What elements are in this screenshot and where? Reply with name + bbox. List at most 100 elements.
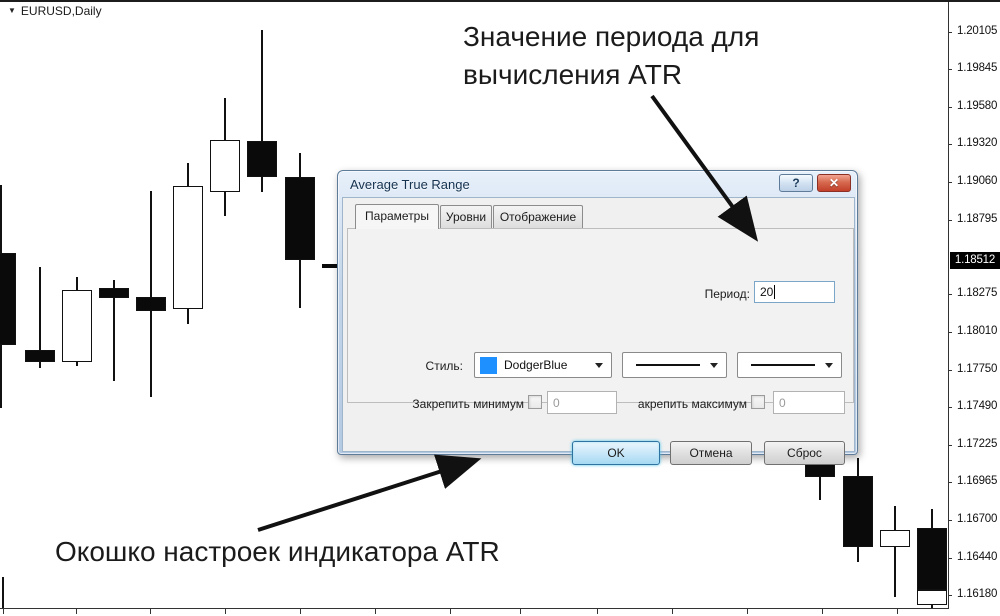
line-style-sample [636, 364, 700, 366]
price-label: 1.16965 [957, 475, 998, 488]
annotation-period-line1: Значение периода для [463, 21, 760, 52]
time-axis-tick [300, 609, 301, 614]
fix-maximum-label: акрепить максимум [637, 397, 747, 411]
dialog-title: Average True Range [350, 177, 470, 192]
price-axis-tick [948, 107, 952, 109]
ok-button[interactable]: OK [572, 441, 660, 465]
chevron-down-icon: ▼ [8, 6, 16, 15]
time-axis-tick [375, 609, 376, 614]
chevron-down-icon [710, 362, 718, 368]
reset-button[interactable]: Сброс [764, 441, 845, 465]
fix-maximum-value: 0 [779, 395, 786, 410]
price-axis-tick [948, 69, 952, 70]
price-label: 1.17225 [957, 438, 998, 451]
price-label: 1.18010 [957, 325, 998, 338]
price-axis-tick [948, 369, 952, 371]
period-value: 20 [760, 285, 774, 299]
candle-wick [261, 29, 263, 192]
price-axis-tick [948, 181, 952, 183]
candle-body [917, 589, 947, 606]
tab-levels[interactable]: Уровни [440, 205, 492, 229]
price-label: 1.18275 [957, 287, 998, 300]
price-label: 1.20105 [957, 24, 998, 37]
time-axis-tick [3, 609, 4, 614]
close-button[interactable]: ✕ [817, 174, 851, 192]
price-label: 1.17750 [957, 362, 998, 375]
price-axis-tick [948, 482, 952, 484]
candle-body [0, 253, 16, 345]
symbol-label-text: EURUSD,Daily [20, 4, 102, 18]
price-axis[interactable]: 1.20105 1.19845 1.19580 1.19320 1.19060 1.187… [948, 0, 1000, 616]
chevron-down-icon [825, 362, 833, 368]
price-axis-tick [948, 294, 952, 296]
price-label: 1.19320 [957, 137, 998, 150]
partial-candle-dash [322, 264, 337, 269]
tab-visualization[interactable]: Отображение [493, 205, 583, 229]
candle-body [917, 527, 947, 590]
time-axis-tick [597, 609, 598, 614]
candle-body [99, 288, 129, 299]
candle-wick [894, 505, 896, 597]
candle-body [62, 290, 92, 362]
candle-wick [39, 267, 41, 368]
color-swatch [480, 356, 497, 374]
candle-body [285, 176, 315, 261]
candlestick-chart[interactable] [0, 0, 948, 616]
price-axis-tick [948, 219, 952, 221]
price-axis-tick [948, 406, 952, 408]
help-icon: ? [792, 176, 800, 190]
candle-body [843, 475, 873, 547]
color-name: DodgerBlue [504, 358, 568, 372]
window-top-edge [0, 0, 1000, 2]
fix-minimum-value: 0 [553, 395, 560, 410]
time-axis-tick [450, 609, 451, 614]
candle-body [173, 185, 203, 309]
dialog-client-area: Параметры Уровни Отображение Период: 20 … [342, 197, 855, 465]
time-axis-tick [747, 609, 748, 614]
price-axis-tick [948, 332, 952, 334]
partial-candle-wick [2, 577, 4, 608]
candle-body [247, 141, 277, 177]
price-label: 1.19060 [957, 174, 998, 187]
line-style-select[interactable] [622, 352, 727, 378]
line-width-select[interactable] [737, 352, 842, 378]
price-label: 1.16180 [957, 588, 998, 600]
symbol-label[interactable]: ▼ EURUSD,Daily [8, 4, 102, 18]
price-axis-tick [948, 520, 952, 522]
time-axis-tick [520, 609, 521, 614]
price-label: 1.18795 [957, 212, 998, 225]
price-label: 1.19580 [957, 100, 998, 113]
annotation-period-line2: вычисления ATR [463, 59, 683, 90]
fix-maximum-checkbox[interactable] [751, 395, 765, 409]
atr-settings-dialog[interactable]: Average True Range ? ✕ Параметры Уровни … [337, 170, 858, 465]
annotation-period: Значение периода для вычисления ATR [463, 18, 759, 94]
line-width-sample [751, 364, 815, 366]
fix-minimum-checkbox[interactable] [528, 395, 542, 409]
time-axis-tick [76, 609, 77, 614]
price-axis-tick [948, 445, 952, 447]
current-price-badge: 1.18512 [950, 251, 1000, 269]
style-label: Стиль: [425, 359, 463, 373]
fix-minimum-input[interactable]: 0 [547, 391, 617, 414]
price-label: 1.19845 [957, 62, 998, 74]
price-axis-tick [948, 595, 952, 596]
period-input[interactable]: 20 [754, 281, 835, 303]
time-axis-line [0, 608, 948, 609]
chevron-down-icon [595, 362, 603, 368]
color-select[interactable]: DodgerBlue [474, 352, 612, 378]
candle-body [880, 529, 910, 547]
close-icon: ✕ [828, 176, 840, 190]
text-caret [774, 285, 776, 299]
time-axis-tick [897, 609, 898, 614]
candle-body [210, 140, 240, 192]
price-label: 1.16700 [957, 513, 998, 526]
fix-maximum-input[interactable]: 0 [773, 391, 845, 414]
tab-parameters[interactable]: Параметры [355, 204, 439, 229]
cancel-button[interactable]: Отмена [670, 441, 752, 465]
time-axis-tick [672, 609, 673, 614]
candle-wick [150, 191, 152, 398]
help-button[interactable]: ? [779, 174, 813, 192]
price-label: 1.16440 [957, 550, 998, 563]
time-axis-tick [822, 609, 823, 614]
